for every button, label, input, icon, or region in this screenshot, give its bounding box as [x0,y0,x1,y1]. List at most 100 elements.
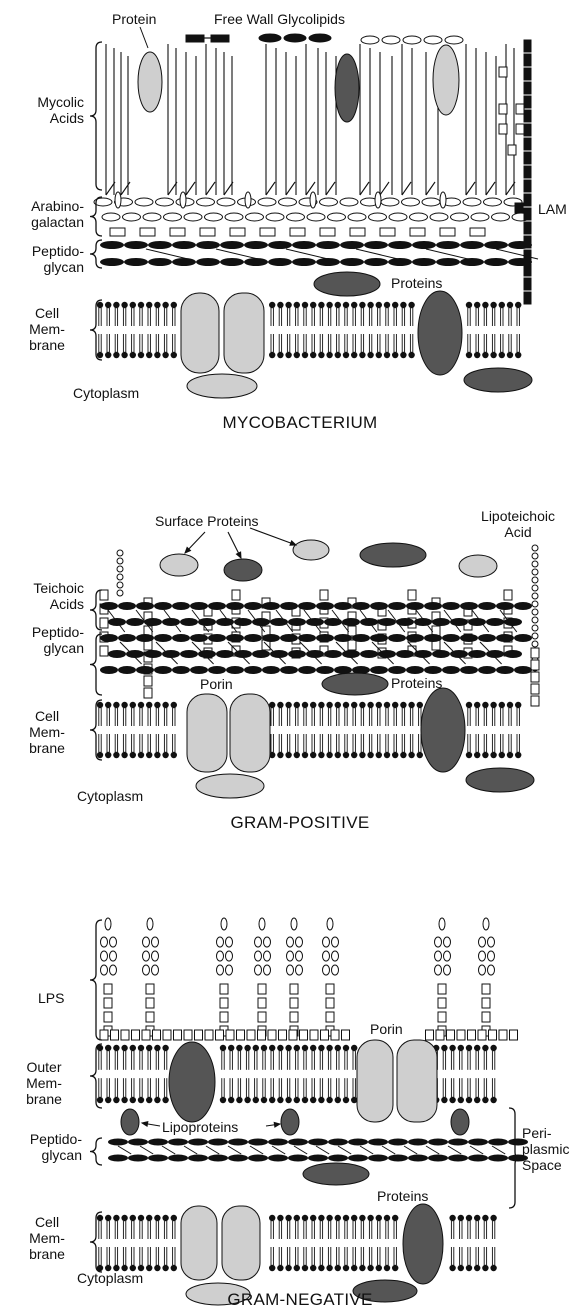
arabinogalactan-block [470,228,485,236]
mycolic-branch [186,182,195,195]
lipid-head [285,302,291,308]
glycan-unit [432,650,450,658]
mycolic-branch [266,182,275,195]
glycan-unit [316,241,340,249]
gram-negative-title: GRAM-NEGATIVE [150,1290,450,1310]
lipid-head [244,1045,250,1051]
lipid-head [154,1045,160,1051]
lipid-head [310,302,316,308]
lipid-head [326,352,332,358]
lps-sugar [217,937,224,947]
glycan-unit [448,1139,468,1146]
glycan-unit [244,241,268,249]
lps-sugar [444,965,451,975]
glycan-unit [486,618,504,626]
lipid-head [285,702,291,708]
lam-segment [524,138,531,150]
lps-core [326,1012,334,1022]
lipid-head [310,1265,316,1271]
lps-core [258,998,266,1008]
lps-sugar [147,918,153,930]
lps-sugar [110,965,117,975]
glycan-unit [388,634,406,642]
lipoteichoic-block [531,696,539,706]
glycan-unit [280,602,298,610]
lipid-head [105,1097,111,1103]
lps-sugar [101,951,108,961]
glycan-unit [460,634,478,642]
lipid-head [326,1097,332,1103]
lipid-head [302,302,308,308]
lipid-head [294,1215,300,1221]
lipid-head [482,1265,488,1271]
glycan-unit [244,666,262,674]
lps-sugar [217,951,224,961]
lipid-head [171,1265,177,1271]
lipid-head [351,1215,357,1221]
glycolipid-sugar [445,36,463,44]
glycan-unit [328,1155,348,1162]
glycan-unit [252,650,270,658]
arabinogalactan-sugar [389,213,407,221]
glycan-unit [408,1139,428,1146]
lipid-head [269,702,275,708]
lipid-head [318,352,324,358]
glycan-unit [364,241,388,249]
crosslink [426,249,468,259]
proteins-label: Proteins [391,275,442,291]
arabinogalactan-sugar [492,213,510,221]
surface-protein [293,540,329,560]
arabinogalactan-sugar [451,213,469,221]
glycan-unit [496,602,514,610]
lipid-head [515,352,521,358]
glycan-unit [298,666,316,674]
glycan-unit [368,1155,388,1162]
lps-sugar [296,951,303,961]
lipid-head [121,352,127,358]
glycolipid-sugar [382,36,400,44]
lipid-head [130,752,136,758]
surface-proteins-label: Surface Proteins [155,513,259,529]
lipid-head [408,702,414,708]
lipid-head [285,352,291,358]
lipid-head [326,302,332,308]
glycan-unit [478,602,496,610]
cytoplasm-protein [196,774,264,798]
glycan-unit [148,1139,168,1146]
lipid-head [359,1265,365,1271]
lipid-head [343,1215,349,1221]
lipid-head [482,1097,488,1103]
lipid-head [466,1265,472,1271]
glycan-unit [234,618,252,626]
lipid-head [302,752,308,758]
lps-core [104,1012,112,1022]
lps-base [111,1030,119,1040]
lipid-head [458,1215,464,1221]
glycan-unit [352,602,370,610]
peptidoglycan-label: Peptido- glycan [4,243,84,275]
lipid-head [359,352,365,358]
lipid-head [351,352,357,358]
glycan-unit [370,666,388,674]
lps-sugar [323,937,330,947]
lipid-head [384,1215,390,1221]
glycan-unit [100,258,124,266]
lipid-head [384,1265,390,1271]
mycolic-branch [121,182,130,195]
glycan-unit [388,241,412,249]
glycan-unit [396,650,414,658]
mycolic-acids-label: Mycolic Acids [4,94,84,126]
lipid-head [474,302,480,308]
lipid-head [482,702,488,708]
lipid-head [318,702,324,708]
lipid-head [154,352,160,358]
teichoic-unit [100,618,108,628]
lipoteichoic-bead [532,617,538,623]
lps-core [326,984,334,994]
lipid-head [343,1097,349,1103]
glycan-unit [280,634,298,642]
lipid-head [269,302,275,308]
glycan-unit [348,1139,368,1146]
proteins-label: Proteins [391,675,442,691]
